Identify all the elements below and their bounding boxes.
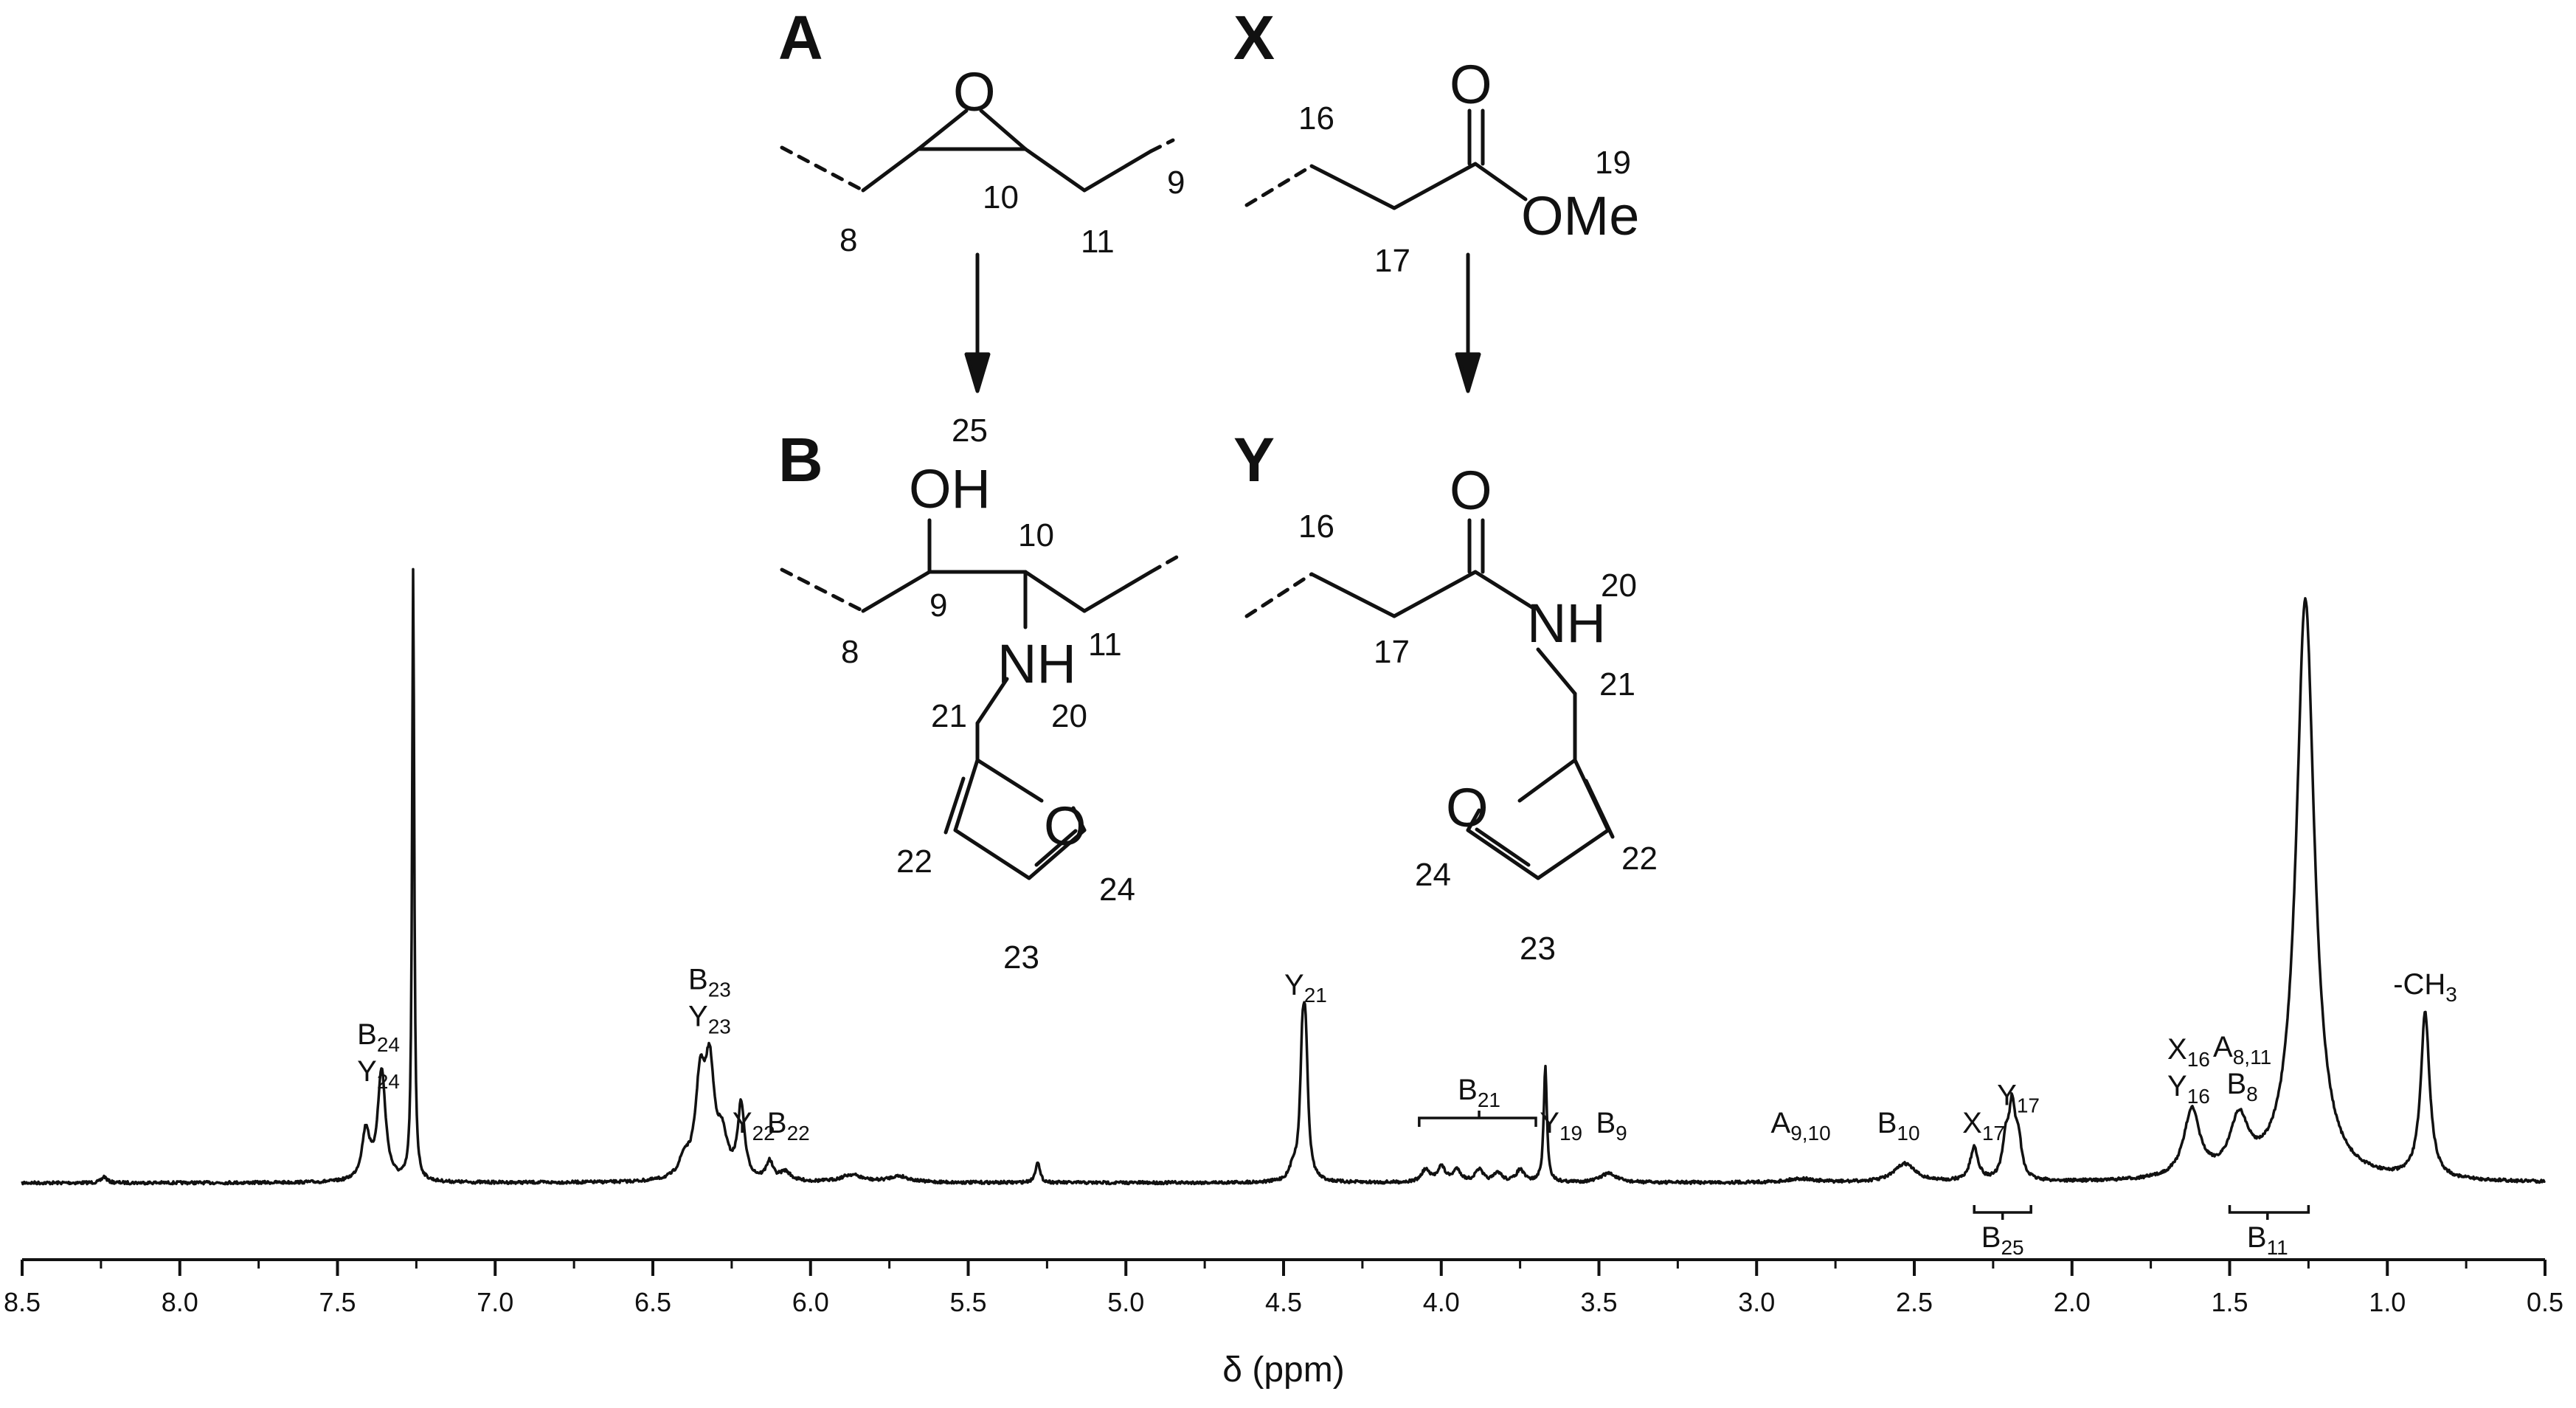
structure-label-x: X <box>1233 3 1275 72</box>
num-b-24: 24 <box>1099 872 1135 908</box>
num-b-25: 25 <box>952 413 988 449</box>
peak-label: B11 <box>2247 1221 2288 1259</box>
x-tick-label: 7.5 <box>319 1287 356 1317</box>
num-b-11: 11 <box>1088 627 1122 663</box>
num-x-19: 19 <box>1595 145 1631 181</box>
peak-label: Y22 <box>733 1107 775 1145</box>
x-tick-label: 4.5 <box>1265 1287 1302 1317</box>
num-y-21: 21 <box>1599 666 1635 703</box>
num-b-20: 20 <box>1051 698 1087 734</box>
x-tick-label: 5.5 <box>949 1287 986 1317</box>
structure-x: X O OMe 16 19 17 <box>1233 3 1639 279</box>
x-tick-label: 0.5 <box>2527 1287 2563 1317</box>
num-x-17: 17 <box>1374 243 1410 279</box>
peak-bracket <box>2228 1205 2310 1220</box>
num-b-22: 22 <box>896 843 932 880</box>
peak-bracket <box>1973 1205 2032 1220</box>
peak-label: B9 <box>1596 1107 1627 1145</box>
x-tick-label: 1.5 <box>2211 1287 2248 1317</box>
peak-label: -CH3 <box>2393 968 2457 1006</box>
num-b-21: 21 <box>931 698 967 734</box>
peak-label: Y21 <box>1284 969 1327 1007</box>
x-tick-label: 8.0 <box>162 1287 198 1317</box>
peak-label: B23 <box>688 963 731 1001</box>
structure-label-b: B <box>778 425 823 494</box>
num-y-16: 16 <box>1298 508 1334 545</box>
num-y-23: 23 <box>1520 931 1556 967</box>
atom-o-carbonyl-y: O <box>1450 460 1492 521</box>
peak-label: B25 <box>1981 1221 2024 1259</box>
num-y-24: 24 <box>1415 857 1451 893</box>
peak-label: B22 <box>767 1107 810 1145</box>
x-tick-label: 6.0 <box>792 1287 829 1317</box>
num-b-23: 23 <box>1003 939 1039 976</box>
atom-o-furan-b: O <box>1044 796 1087 857</box>
structure-b: B 25 OH 10 9 8 11 NH 21 20 <box>778 413 1179 976</box>
peak-label: B8 <box>2226 1068 2257 1105</box>
peak-label: X17 <box>1962 1107 2005 1145</box>
peak-label: A9,10 <box>1771 1107 1831 1145</box>
num-y-20: 20 <box>1601 567 1637 604</box>
atom-o-furan-y: O <box>1446 777 1489 838</box>
atom-ome: OMe <box>1521 185 1639 246</box>
x-tick-label: 7.0 <box>477 1287 513 1317</box>
num-b-9: 9 <box>929 587 947 624</box>
peak-label: A8,11 <box>2213 1031 2271 1069</box>
num-x-16: 16 <box>1298 100 1334 137</box>
atom-nh-b: NH <box>997 633 1076 694</box>
x-tick-label: 3.0 <box>1738 1287 1775 1317</box>
atom-nh-y: NH <box>1527 593 1606 654</box>
atom-oh: OH <box>909 458 991 520</box>
structure-label-y: Y <box>1233 425 1275 494</box>
peak-label: B24 <box>357 1018 400 1056</box>
structure-a: A O 8 10 11 9 <box>778 3 1185 260</box>
num-y-22: 22 <box>1621 841 1658 877</box>
num-b-10: 10 <box>1018 517 1054 553</box>
x-tick-label: 2.0 <box>2054 1287 2091 1317</box>
x-tick-label: 8.5 <box>4 1287 41 1317</box>
peak-label: Y19 <box>1540 1107 1582 1145</box>
x-axis-ticks: 8.5 8.0 7.5 7.0 6.5 6.0 5.5 5.0 4.5 4.0 3.5 3.0 2.5 2… <box>4 1260 2563 1317</box>
atom-o-carbonyl-x: O <box>1450 54 1492 115</box>
structure-y: Y O 16 20 17 NH 21 O 24 22 2 <box>1233 425 1658 967</box>
reaction-arrows <box>964 252 1481 393</box>
atom-o-epoxide: O <box>953 61 996 122</box>
peak-label: Y16 <box>2167 1070 2210 1108</box>
x-tick-label: 1.0 <box>2369 1287 2406 1317</box>
x-tick-label: 6.5 <box>634 1287 671 1317</box>
peak-label: Y23 <box>688 1000 731 1038</box>
num-b-8: 8 <box>841 634 859 670</box>
spectrum-trace <box>21 567 2546 1186</box>
structure-label-a: A <box>778 3 823 72</box>
num-y-17: 17 <box>1374 634 1410 670</box>
x-axis-label: δ (ppm) <box>1222 1350 1344 1390</box>
structures: A O 8 10 11 9 X O OMe 16 1 <box>778 3 1658 976</box>
num-a-10: 10 <box>983 179 1019 215</box>
num-a-8: 8 <box>839 222 857 258</box>
num-a-11: 11 <box>1081 224 1115 260</box>
num-a-9: 9 <box>1167 165 1185 201</box>
peak-label: Y24 <box>357 1055 400 1093</box>
x-tick-label: 3.5 <box>1580 1287 1617 1317</box>
peak-label: Y17 <box>1997 1079 2040 1117</box>
peak-label: B10 <box>1877 1107 1920 1145</box>
peak-label: X16 <box>2167 1033 2210 1071</box>
x-tick-label: 5.0 <box>1107 1287 1144 1317</box>
x-tick-label: 4.0 <box>1423 1287 1460 1317</box>
peak-label: B21 <box>1458 1074 1500 1111</box>
peak-bracket <box>1418 1111 1537 1127</box>
x-tick-label: 2.5 <box>1896 1287 1933 1317</box>
